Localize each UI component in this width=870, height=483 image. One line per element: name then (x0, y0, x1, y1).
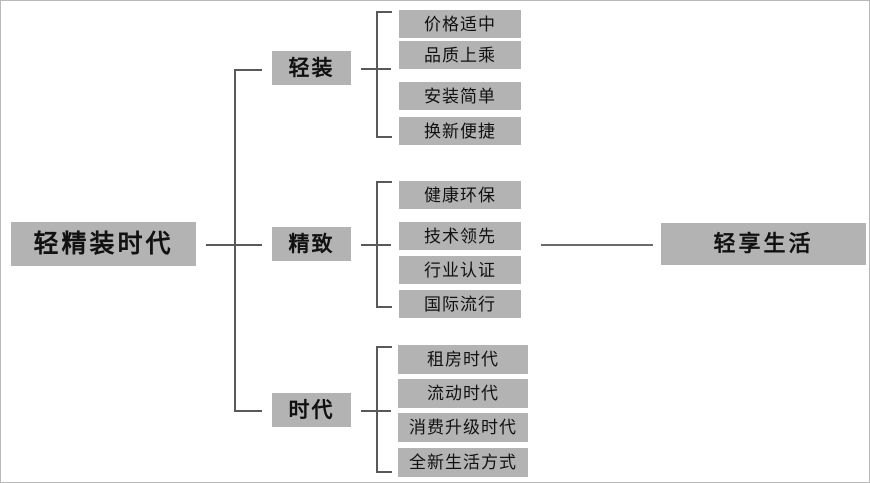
leaf-node[interactable]: 行业认证 (399, 256, 521, 284)
leaf-bracket-1-stub-bottom (376, 136, 392, 138)
leaf-bracket-3-stub-bottom (376, 471, 392, 473)
leaf-bracket-3-spine (376, 346, 378, 472)
leaf-node[interactable]: 健康环保 (399, 181, 521, 209)
leaf-node-label: 健康环保 (424, 185, 496, 205)
leaf-node[interactable]: 价格适中 (399, 10, 521, 38)
leaf-node-label: 价格适中 (424, 14, 496, 34)
branch-node-3[interactable]: 时代 (272, 393, 351, 427)
leaf-node[interactable]: 品质上乘 (399, 41, 521, 69)
goal-node[interactable]: 轻享生活 (661, 223, 866, 265)
leaf-bracket-1-stub-top (376, 11, 392, 13)
leaf-node-label: 租房时代 (427, 350, 499, 369)
branch-node-3-label: 时代 (288, 398, 335, 422)
leaf-node-label: 行业认证 (424, 260, 496, 280)
leaf-node-label: 国际流行 (424, 294, 496, 314)
leaf-bracket-2-stub-top (376, 181, 392, 183)
main-bracket-stub-top (234, 69, 262, 71)
leaf-node[interactable]: 安装简单 (399, 82, 521, 110)
main-bracket-stub-middle (234, 244, 262, 246)
branch-node-2-label: 精致 (288, 232, 335, 256)
leaf-bracket-1-spine (376, 11, 378, 137)
leaf-node-label: 消费升级时代 (409, 418, 517, 437)
leaf-node[interactable]: 技术领先 (399, 222, 521, 250)
leaf-node-label: 技术领先 (424, 226, 496, 246)
connector-branch-to-goal (541, 244, 653, 246)
leaf-node[interactable]: 全新生活方式 (398, 448, 528, 477)
root-node-label: 轻精装时代 (33, 229, 174, 258)
leaf-node[interactable]: 国际流行 (399, 290, 521, 318)
leaf-node-label: 安装简单 (424, 86, 496, 106)
root-node[interactable]: 轻精装时代 (11, 222, 196, 266)
leaf-node[interactable]: 消费升级时代 (398, 413, 528, 442)
leaf-bracket-2-spine (376, 181, 378, 307)
main-bracket-spine (234, 69, 236, 411)
branch-node-1[interactable]: 轻装 (272, 51, 351, 85)
branch-node-2[interactable]: 精致 (272, 227, 351, 261)
leaf-node-label: 品质上乘 (424, 45, 496, 65)
leaf-node[interactable]: 换新便捷 (399, 117, 521, 145)
leaf-node-label: 换新便捷 (424, 121, 496, 141)
leaf-node[interactable]: 租房时代 (398, 345, 528, 374)
leaf-bracket-3-stub-top (376, 346, 392, 348)
goal-node-label: 轻享生活 (713, 231, 814, 256)
connector-root-to-bracket (206, 244, 244, 246)
leaf-node[interactable]: 流动时代 (398, 379, 528, 408)
main-bracket-stub-bottom (234, 410, 262, 412)
leaf-node-label: 全新生活方式 (409, 453, 517, 472)
leaf-node-label: 流动时代 (427, 384, 499, 403)
branch-node-1-label: 轻装 (288, 56, 335, 80)
leaf-bracket-2-stub-bottom (376, 306, 392, 308)
